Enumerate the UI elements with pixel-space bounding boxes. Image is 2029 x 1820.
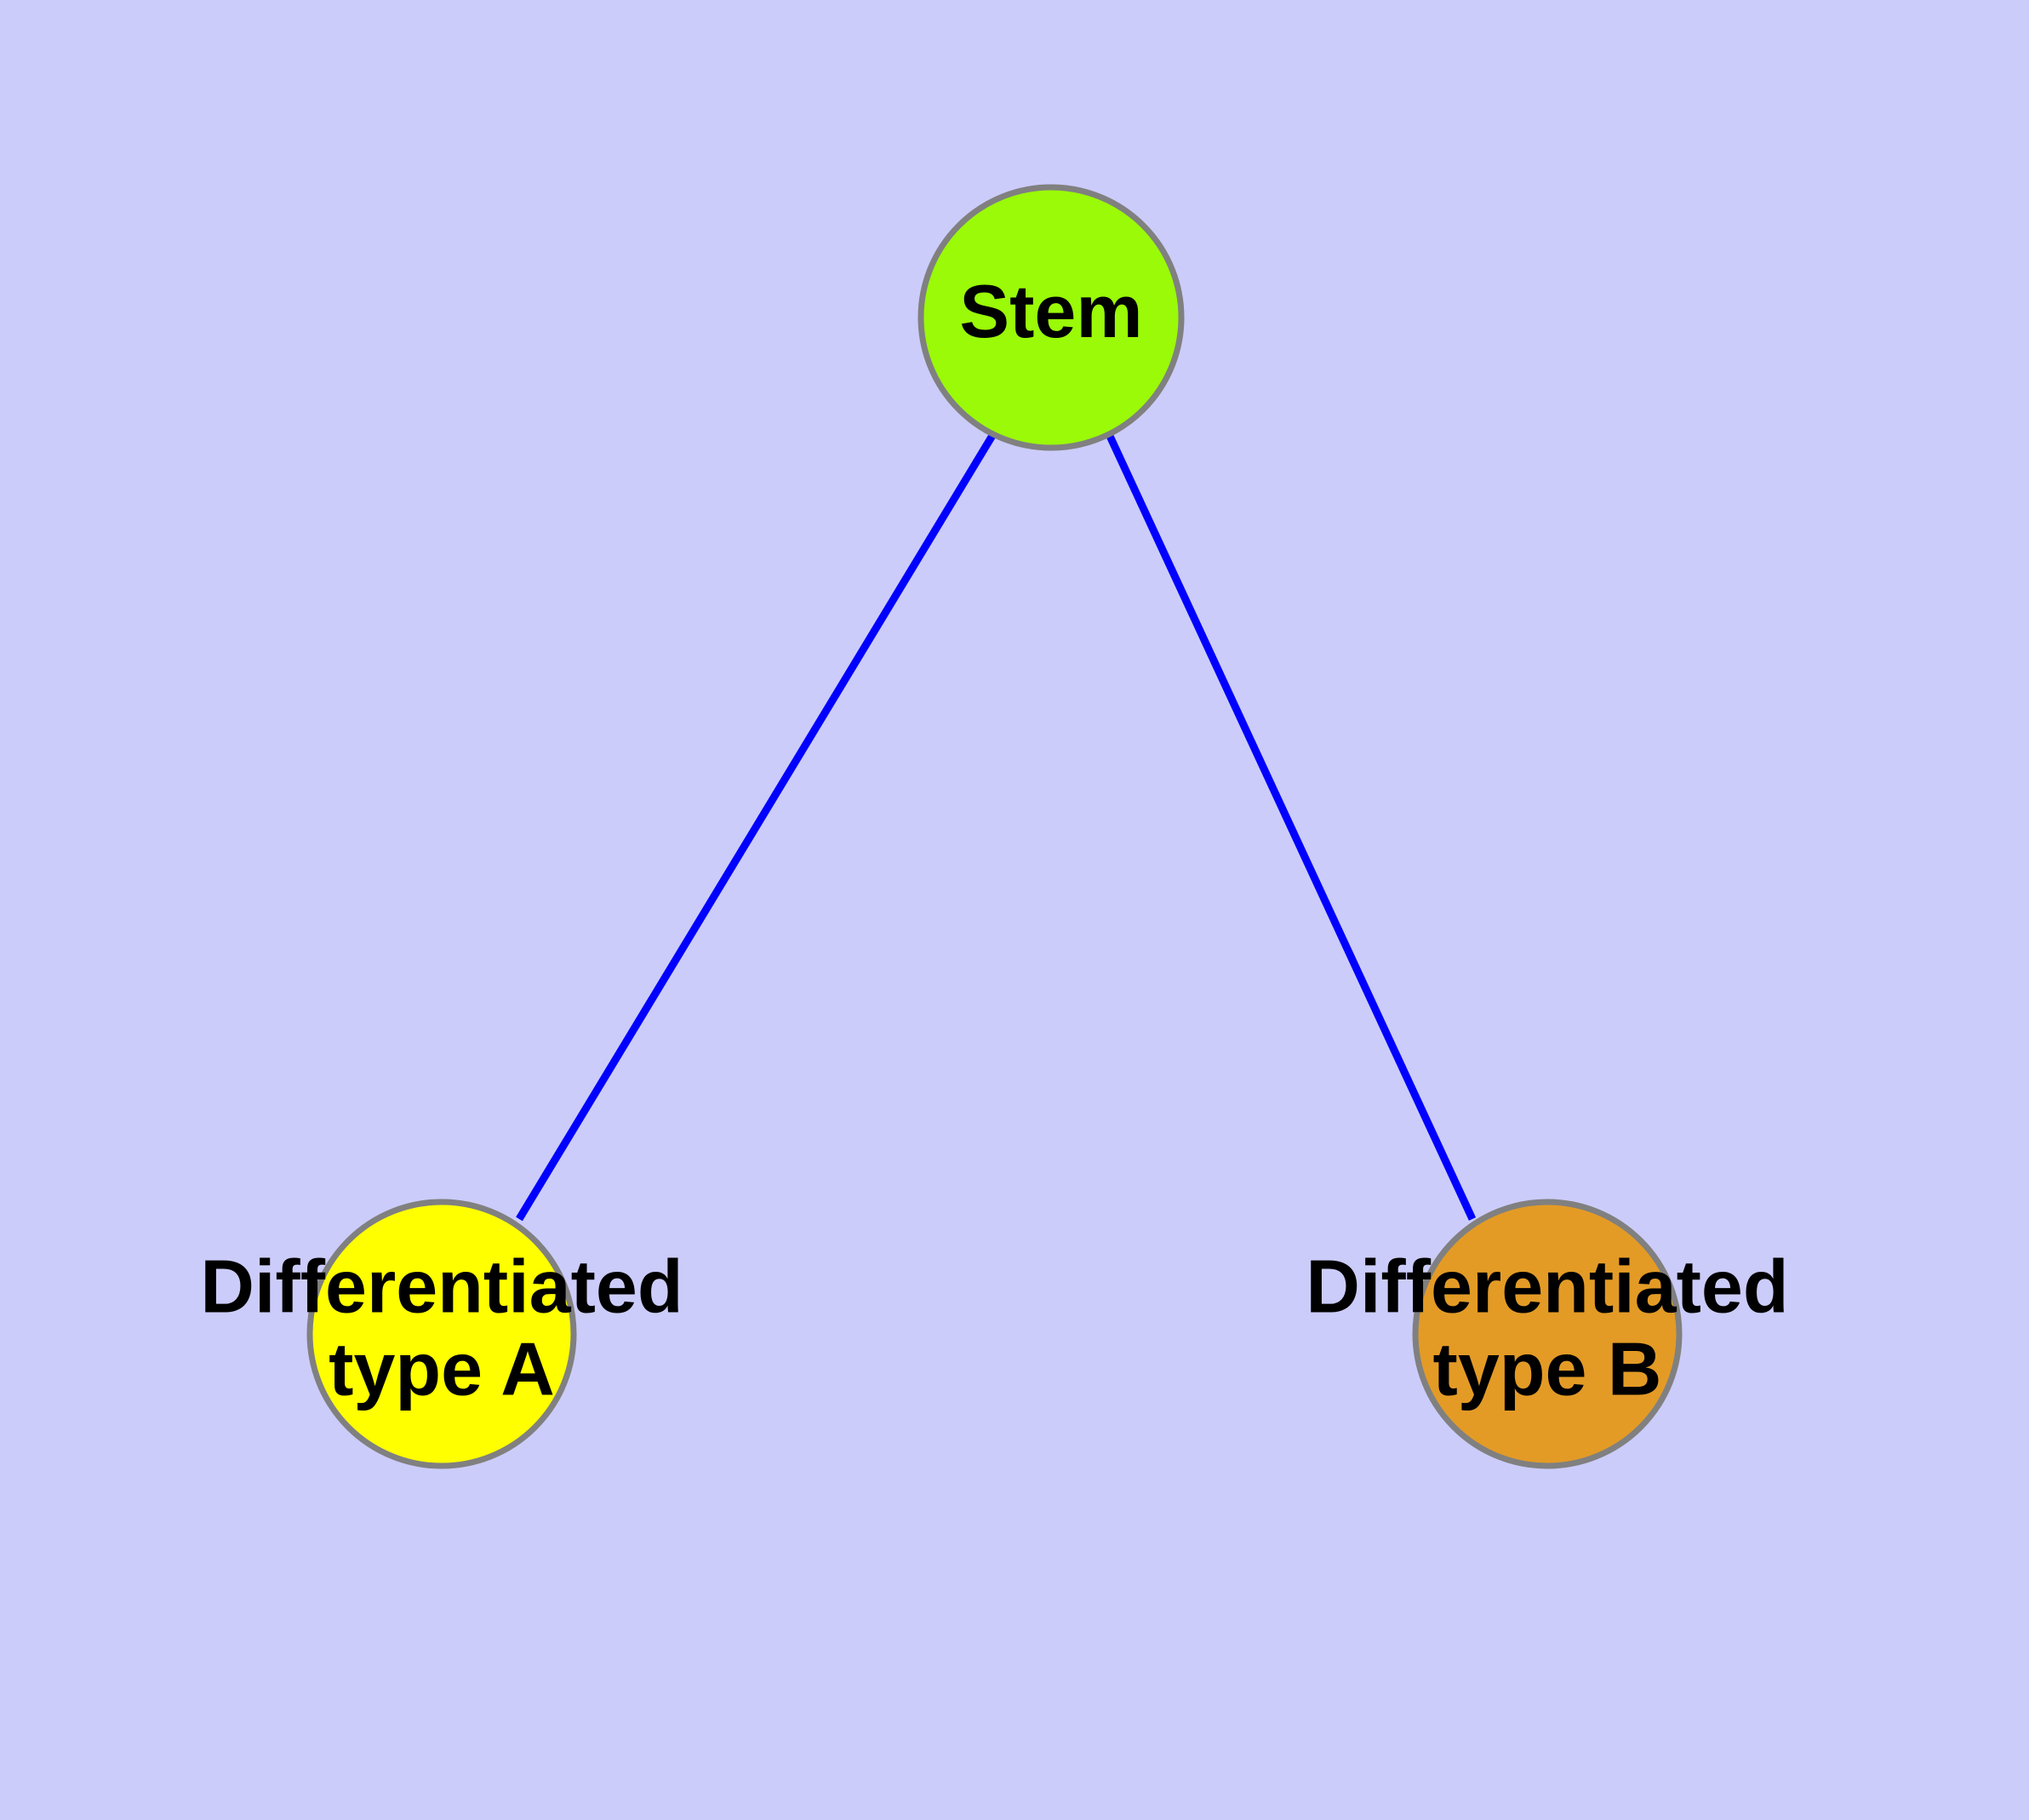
node-label-line: type B <box>1433 1327 1662 1411</box>
node-circle-diff_a[interactable] <box>306 1199 577 1469</box>
node-label-line: type A <box>329 1327 555 1411</box>
node-label-line: Differentiated <box>1306 1245 1788 1329</box>
edge-stem-to-diff-a[interactable] <box>516 432 997 1222</box>
nodes-group <box>306 184 1683 1469</box>
node-label-line: Differentiated <box>200 1245 683 1329</box>
node-circle-stem[interactable] <box>917 184 1185 451</box>
edge-stem-to-diff-b[interactable] <box>1105 432 1477 1221</box>
edges-group <box>516 432 1477 1222</box>
node-circle-diff_b[interactable] <box>1412 1199 1683 1469</box>
node-label-stem: Stem <box>959 269 1142 353</box>
node-label-line: Stem <box>959 269 1142 353</box>
